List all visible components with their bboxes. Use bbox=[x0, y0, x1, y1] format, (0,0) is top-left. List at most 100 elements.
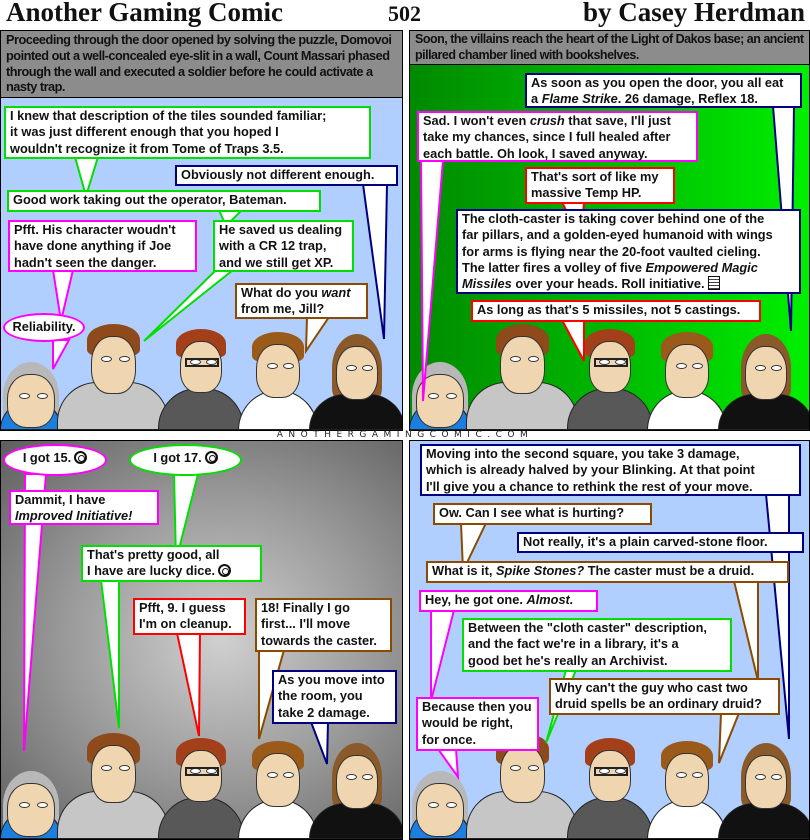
bubble-text: which is already halved by your Blinking… bbox=[426, 462, 755, 478]
bubble-text: Improved Initiative! bbox=[15, 508, 133, 524]
bubble-text: want bbox=[321, 285, 351, 300]
character-face bbox=[499, 336, 545, 394]
character-eye bbox=[427, 802, 439, 808]
bubble-text: Ow. Can I see what is hurting? bbox=[439, 505, 625, 520]
bubble-text: Moving into the second square, you take … bbox=[426, 446, 740, 461]
bubble-text: take 2 damage. bbox=[278, 704, 370, 720]
dice-icon bbox=[74, 451, 88, 464]
bubble-text: first... I'll move bbox=[261, 616, 351, 632]
character-eye bbox=[266, 772, 278, 778]
speech-bubble: Reliability. bbox=[3, 313, 85, 342]
character-eye bbox=[101, 356, 113, 363]
character-face bbox=[256, 344, 300, 398]
speech-bubble: I got 15. bbox=[3, 444, 107, 476]
character-face bbox=[589, 341, 631, 393]
character-face bbox=[665, 344, 709, 398]
character-face bbox=[256, 753, 300, 807]
speech-bubble: Ow. Can I see what is hurting? bbox=[433, 503, 652, 525]
speech-tails bbox=[430, 493, 790, 781]
bubble-text: for once. bbox=[422, 731, 477, 747]
character-face bbox=[745, 755, 787, 809]
bubble-text: I have are lucky dice. bbox=[87, 563, 216, 579]
long-haired-man bbox=[718, 334, 809, 430]
character-eye bbox=[346, 774, 358, 780]
character-face bbox=[90, 745, 136, 803]
character-face bbox=[90, 336, 136, 394]
bubble-text: Sad. I won't even bbox=[423, 113, 530, 128]
bubble-text: Empowered Magic bbox=[645, 259, 758, 275]
bubble-text: As you move into bbox=[278, 672, 385, 687]
panel-3: I got 15.I got 17.Dammit, I have Improve… bbox=[0, 440, 403, 840]
glasses-man bbox=[158, 738, 244, 839]
bubble-text: . 26 damage, Reflex 18. bbox=[617, 91, 758, 107]
character-eye bbox=[362, 774, 374, 780]
speech-tail bbox=[309, 721, 330, 765]
speech-bubble: What is it, Spike Stones? The caster mus… bbox=[426, 561, 789, 583]
bubble-text: the room, you bbox=[278, 688, 363, 704]
bubble-text: I got 15. bbox=[22, 450, 72, 465]
character-eye bbox=[427, 393, 439, 399]
character-body bbox=[718, 803, 809, 839]
speech-tail bbox=[718, 712, 741, 764]
site-url: ANOTHERGAMINGCOMIC.COM bbox=[276, 430, 534, 440]
curly-haired-man bbox=[238, 332, 318, 430]
speech-bubble: Sad. I won't even crush that save, I'll … bbox=[417, 111, 698, 162]
bubble-text: Because then you bbox=[422, 699, 532, 714]
character-eye bbox=[527, 356, 539, 363]
glasses-icon bbox=[594, 357, 628, 367]
brown-haired-man bbox=[466, 324, 578, 430]
bubble-text: The caster must be a druid. bbox=[584, 563, 755, 578]
curly-haired-man bbox=[238, 741, 318, 839]
glasses-man bbox=[567, 329, 653, 430]
speech-bubble: Obviously not different enough. bbox=[175, 165, 398, 186]
character-face bbox=[336, 346, 378, 400]
speech-tail bbox=[52, 339, 71, 370]
character-eye bbox=[445, 393, 457, 399]
speech-bubble: Dammit, I have Improved Initiative! bbox=[9, 490, 159, 525]
bubble-text: As long as that's 5 missiles, not 5 cast… bbox=[477, 302, 741, 317]
bubble-text: Missiles bbox=[462, 276, 512, 292]
character-eye bbox=[18, 802, 30, 808]
brown-haired-man bbox=[466, 733, 578, 839]
glasses-icon bbox=[185, 357, 219, 367]
speech-bubble: Hey, he got one. Almost. bbox=[419, 590, 598, 612]
glasses-icon bbox=[185, 766, 219, 776]
dice-icon bbox=[204, 451, 218, 464]
gray-haired-woman bbox=[1, 362, 62, 430]
character-eye bbox=[527, 765, 539, 772]
character-eye bbox=[771, 774, 783, 780]
speech-tail bbox=[143, 269, 236, 342]
character-eye bbox=[266, 363, 278, 369]
bubble-text: and the fact we're in a library, it's a bbox=[468, 636, 679, 652]
bubble-text: with a CR 12 trap, bbox=[219, 238, 327, 254]
bubble-text: wouldn't recognize it from Tome of Traps… bbox=[10, 140, 284, 156]
speech-tail bbox=[175, 632, 202, 737]
bubble-text: for arms is flying near the 20-foot vaul… bbox=[462, 243, 761, 259]
notes-icon bbox=[707, 276, 720, 291]
speech-tail bbox=[732, 580, 759, 682]
bubble-text: Reliability. bbox=[12, 319, 76, 334]
character-eye bbox=[362, 365, 374, 371]
bubble-text: towards the caster. bbox=[261, 632, 377, 648]
panel-2: Soon, the villains reach the heart of th… bbox=[409, 30, 810, 431]
bubble-text: good bet he's really an Archivist. bbox=[468, 652, 668, 668]
gray-haired-woman bbox=[1, 771, 62, 839]
bubble-text: Pfft, 9. I guess bbox=[139, 600, 226, 615]
bubble-text: What is it, bbox=[432, 563, 496, 578]
glasses-man bbox=[567, 738, 653, 839]
dice-icon bbox=[218, 564, 232, 578]
character-eye bbox=[755, 774, 767, 780]
long-haired-man bbox=[309, 334, 402, 430]
speech-bubble: As long as that's 5 missiles, not 5 cast… bbox=[471, 300, 761, 322]
bubble-text: it was just different enough that you ho… bbox=[10, 124, 279, 140]
bubble-text: 18! Finally I go bbox=[261, 600, 350, 615]
character-eye bbox=[445, 802, 457, 808]
speech-tail bbox=[430, 609, 456, 702]
bubble-text: Hey, he got one. bbox=[425, 592, 527, 607]
character-eye bbox=[36, 393, 48, 399]
character-face bbox=[180, 750, 222, 802]
comic-number: 502 bbox=[388, 1, 421, 26]
